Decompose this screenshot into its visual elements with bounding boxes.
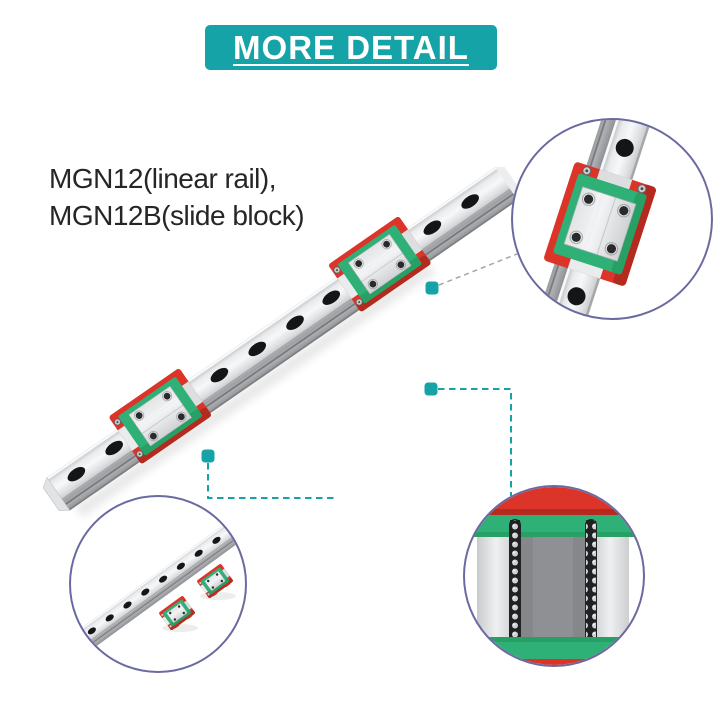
circle-content-block-underside — [469, 487, 637, 665]
ball-bearing-track-right — [586, 520, 596, 652]
marker-square-lower — [201, 449, 215, 463]
circle-border — [463, 485, 645, 667]
marker-square-middle — [424, 382, 438, 396]
callout-connectors — [201, 253, 518, 499]
detail-circle-bottom-right — [463, 485, 645, 667]
rail-shadow — [74, 262, 436, 518]
connector-line-bottom-right — [438, 388, 512, 496]
caption-line-1: MGN12(linear rail), — [49, 163, 277, 194]
ball-bearing-track-left — [510, 520, 520, 652]
title-badge: MORE DETAIL — [205, 25, 497, 70]
marker-square-top — [425, 281, 439, 295]
main-rail-photo — [42, 166, 522, 518]
caption-line-2: MGN12B(slide block) — [49, 200, 305, 231]
product-caption: MGN12(linear rail), MGN12B(slide block) — [49, 160, 305, 234]
detail-circle-bottom-left — [69, 495, 247, 673]
rail-end-face — [42, 476, 71, 511]
rail-top-edge — [61, 188, 512, 501]
circle-border — [69, 495, 247, 673]
circle-border — [511, 118, 713, 320]
rail-side-bottom-edge — [68, 198, 518, 511]
rail-side-groove — [65, 193, 515, 505]
rail-tip-face — [495, 166, 522, 201]
detail-circle-top-right — [511, 118, 713, 320]
rail-mounting-holes — [67, 194, 479, 482]
connector-line-top-right — [438, 253, 518, 286]
connector-line-bottom-left — [207, 463, 337, 499]
circle-content-rail-and-blocks — [71, 507, 245, 668]
circle-content-block-closeup — [521, 120, 666, 318]
